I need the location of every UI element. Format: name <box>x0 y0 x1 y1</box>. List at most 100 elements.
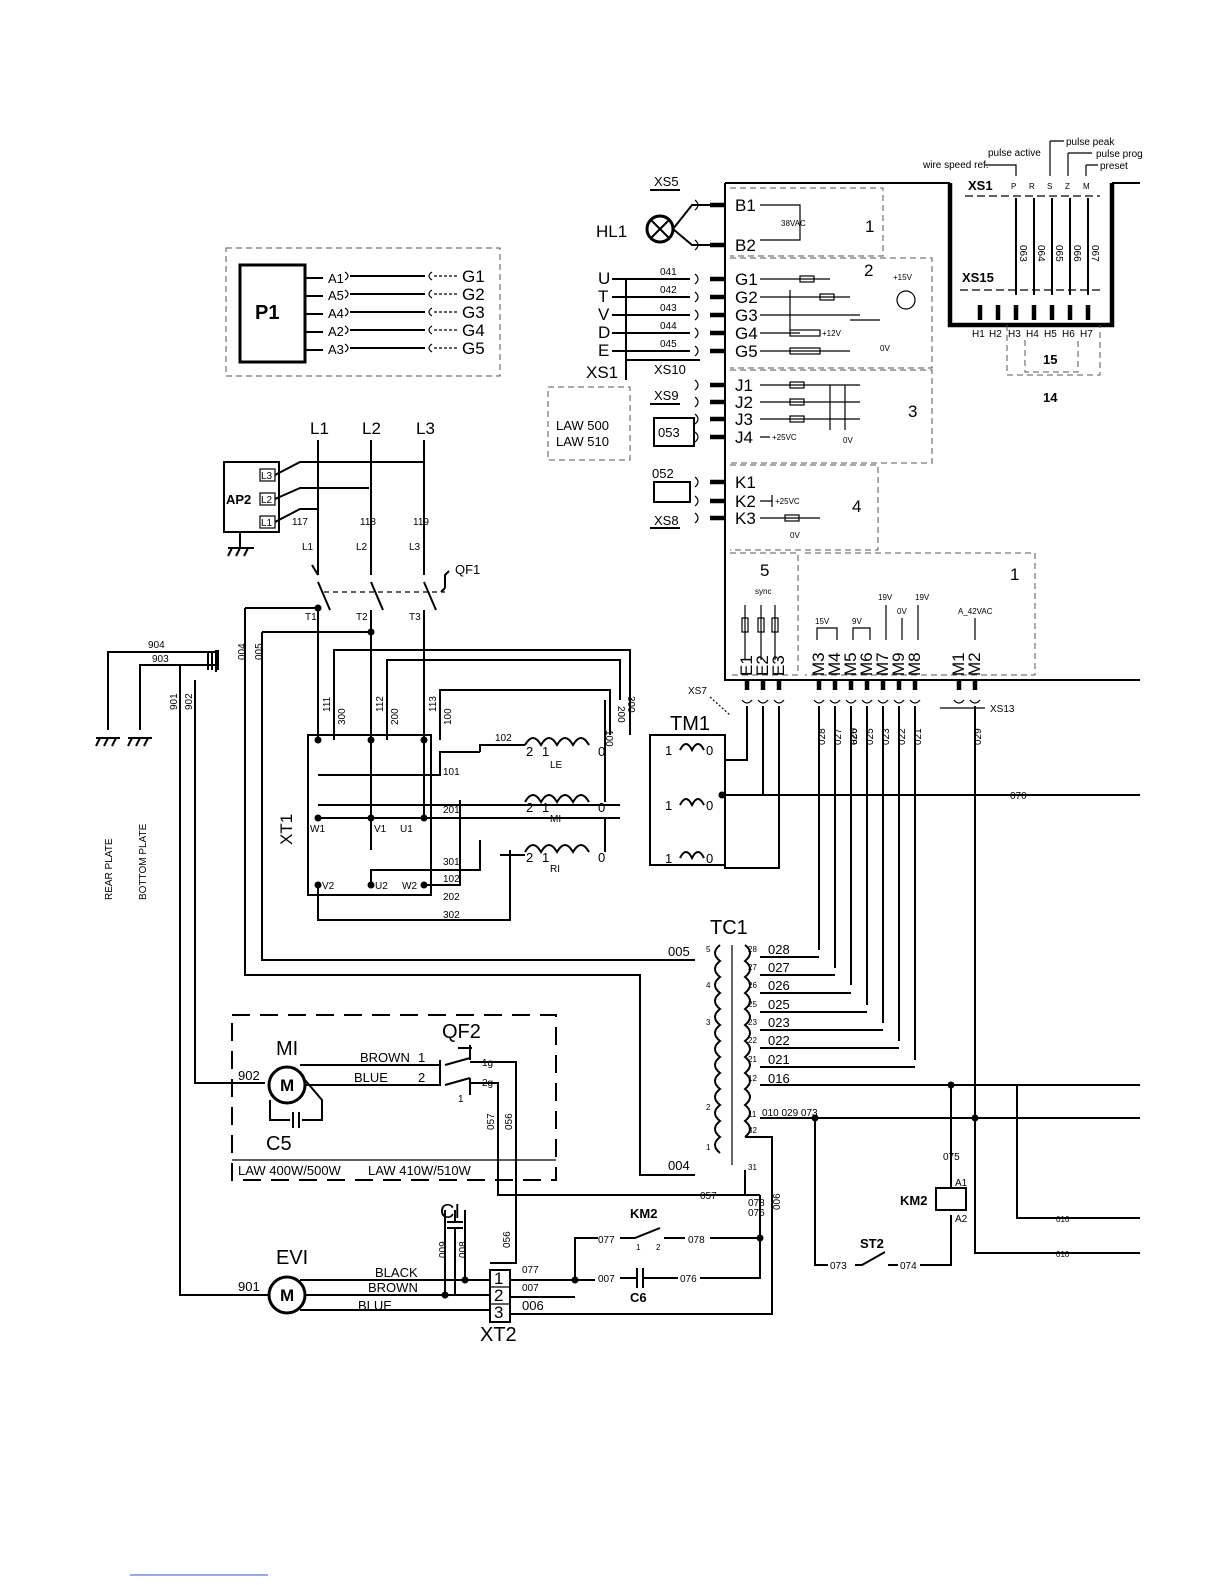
wire-901v: 901 <box>169 693 180 710</box>
wire-076-v: 076 <box>748 1208 765 1219</box>
m-pin-m1: M1 <box>949 652 968 676</box>
xs9-connector: LAW 500 LAW 510 XS9 053 J1 J2 J3 J4 +25V… <box>547 376 860 461</box>
xt2-w007: 007 <box>522 1283 539 1294</box>
block-1a: 1 <box>865 217 874 236</box>
tr-w064: 064 <box>1035 245 1046 262</box>
tc1-w021: 021 <box>768 1052 790 1067</box>
wire-101: 101 <box>443 767 460 778</box>
xt1-112: 112 <box>375 696 386 712</box>
xs8-pin-k3: K3 <box>735 509 756 528</box>
xs1-w045: 045 <box>660 339 677 350</box>
tm1-b2: 0 <box>706 798 713 813</box>
xt1-111: 111 <box>322 696 333 712</box>
wire-102a: 102 <box>495 733 512 744</box>
top-right-connectors: pulse active wire speed ref. pulse peak … <box>922 137 1143 340</box>
m-pin-m2: M2 <box>965 652 984 676</box>
p1-target-g2: G2 <box>462 285 485 304</box>
xs8-connector: 052 XS8 K1 K2 K3 +25VC 0V <box>650 466 820 540</box>
qf2-pin-1: 1 <box>458 1094 464 1105</box>
xt1-v2: V2 <box>322 881 335 892</box>
ev1-label: EVI <box>276 1247 308 1269</box>
qf2-pin-1g: 1g <box>482 1058 493 1069</box>
xs1-label: XS1 <box>586 363 618 382</box>
winding-le: LE <box>550 760 563 771</box>
xt1-bridges <box>318 649 631 806</box>
c1-w009: 009 <box>438 1241 449 1258</box>
xs9-label: XS9 <box>654 388 679 403</box>
xs1-pin-g2: G2 <box>735 288 758 307</box>
m-w025: 025 <box>865 728 876 745</box>
qf1-breaker: QF1 T1 T2 T3 <box>305 562 480 740</box>
xs1-w044: 044 <box>660 321 677 332</box>
xt2-w056: 056 <box>502 1231 513 1248</box>
winding-le-pin2: 2 <box>526 744 533 759</box>
qf2-w056: 056 <box>504 1113 515 1130</box>
p1-target-g3: G3 <box>462 303 485 322</box>
winding-mi-pin1: 1 <box>542 800 549 815</box>
xt1-v1: V1 <box>374 824 387 835</box>
c6-w007: 007 <box>598 1274 615 1285</box>
m-pin-m7: M7 <box>873 652 892 676</box>
m-pin-m8: M8 <box>905 652 924 676</box>
tc1-w010-029-073: 010 029 073 <box>762 1108 818 1119</box>
xs8-wire-052: 052 <box>652 466 674 481</box>
relay-block: 077 KM2 1 2 078 007 C6 076 078 076 006 0… <box>571 1085 1140 1305</box>
m1-n2: 2 <box>418 1070 425 1085</box>
xs9-v25: +25VC <box>772 433 797 442</box>
xs8-v25: +25VC <box>775 497 800 506</box>
tc1-tap-2: 2 <box>706 1103 711 1112</box>
qf1-out-t1: T1 <box>305 612 317 623</box>
wire-117: 117 <box>292 517 308 528</box>
tc1-w025: 025 <box>768 997 790 1012</box>
phase-l3: L3 <box>416 419 435 438</box>
tc1-sec-21: 21 <box>748 1055 757 1064</box>
tc1-w005: 005 <box>668 944 690 959</box>
xs1-w043: 043 <box>660 303 677 314</box>
xs5-label: XS5 <box>654 174 679 189</box>
tc1-sec-28: 28 <box>748 945 757 954</box>
xs1-u: U <box>598 269 610 288</box>
ev1-motor-m: M <box>280 1286 294 1305</box>
winding-mi-pin2: 2 <box>526 800 533 815</box>
tr-h2: H2 <box>989 329 1002 340</box>
m1-brown: BROWN <box>360 1050 410 1065</box>
km2-w078: 078 <box>688 1235 705 1246</box>
xt1-w2: W2 <box>402 881 417 892</box>
block-2: 2 <box>864 261 873 280</box>
p1-pin-a1: A1 <box>328 271 344 286</box>
tm1-a2: 1 <box>665 798 672 813</box>
tc1-tap-3: 3 <box>706 1018 711 1027</box>
block-1b: 1 <box>1010 565 1019 584</box>
qf1-out-t3: T3 <box>409 612 421 623</box>
note-preset: preset <box>1100 161 1128 172</box>
wire-119: 119 <box>413 517 429 528</box>
m-w022: 022 <box>897 728 908 745</box>
km2-w077: 077 <box>598 1235 615 1246</box>
xt1-200: 200 <box>390 708 401 725</box>
wire-010-r: 010 <box>1056 1250 1070 1259</box>
wire-070: 070 <box>1010 791 1027 802</box>
tr-letter-z: Z <box>1065 182 1070 191</box>
tc1-w016: 016 <box>768 1071 790 1086</box>
p1-label: P1 <box>255 302 279 324</box>
xt2-w077: 077 <box>522 1265 539 1276</box>
ap2-pin-l1: L1 <box>261 518 273 529</box>
qf1-out-t2: T2 <box>356 612 368 623</box>
bottom-ground-icon <box>127 737 152 747</box>
wire-903: 903 <box>152 654 169 665</box>
xs1-pin-g4: G4 <box>735 324 758 343</box>
wire-005: 005 <box>254 643 265 660</box>
m-pins: M3 M4 M5 M6 M7 M9 M8 M1 M2 15V 9V 19V 0V… <box>809 593 1015 1115</box>
winding-le-icon <box>524 737 590 748</box>
rear-plate-label: REAR PLATE <box>104 838 115 900</box>
tr-h3: H3 <box>1008 329 1021 340</box>
tc1-sec-31: 31 <box>748 1163 757 1172</box>
qf2-label: QF2 <box>442 1021 481 1043</box>
xs7-pin-e3: E3 <box>769 655 788 676</box>
xs8-pin-k1: K1 <box>735 473 756 492</box>
tr-xs15-label: XS15 <box>962 270 994 285</box>
xs9-model-500: LAW 500 <box>556 418 609 433</box>
tc1-tap-5: 5 <box>706 945 711 954</box>
phase-l2: L2 <box>362 419 381 438</box>
tc1-sec-32: 32 <box>748 1126 757 1135</box>
